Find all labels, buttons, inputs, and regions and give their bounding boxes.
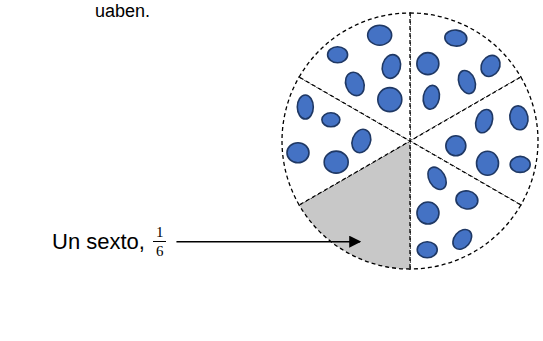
heading-fragment: uaben. [95, 1, 150, 22]
topping [421, 84, 441, 110]
topping [324, 151, 348, 173]
topping [297, 95, 313, 119]
fraction-denominator: 6 [153, 242, 167, 260]
pizza-slice [299, 13, 410, 141]
topping [368, 25, 392, 45]
fraction: 16 [153, 224, 167, 260]
topping [444, 29, 467, 47]
pointer-arrow [176, 241, 360, 243]
topping [322, 113, 340, 127]
topping [287, 143, 309, 163]
topping [455, 68, 478, 96]
topping [417, 53, 439, 75]
fraction-numerator: 1 [153, 224, 167, 243]
topping [378, 88, 402, 112]
topping [380, 53, 404, 81]
topping [510, 156, 530, 172]
topping [328, 47, 348, 63]
topping [508, 104, 530, 131]
topping [477, 151, 499, 175]
topping [473, 107, 496, 135]
topping [477, 52, 504, 80]
topping [424, 164, 450, 193]
topping [342, 70, 367, 99]
fraction-caption: Un sexto, [52, 229, 145, 254]
topping [455, 189, 480, 211]
topping [417, 202, 439, 224]
topping [449, 226, 475, 253]
topping [349, 127, 374, 156]
pizza-slice [410, 141, 521, 269]
topping [446, 136, 466, 156]
topping [417, 242, 437, 258]
